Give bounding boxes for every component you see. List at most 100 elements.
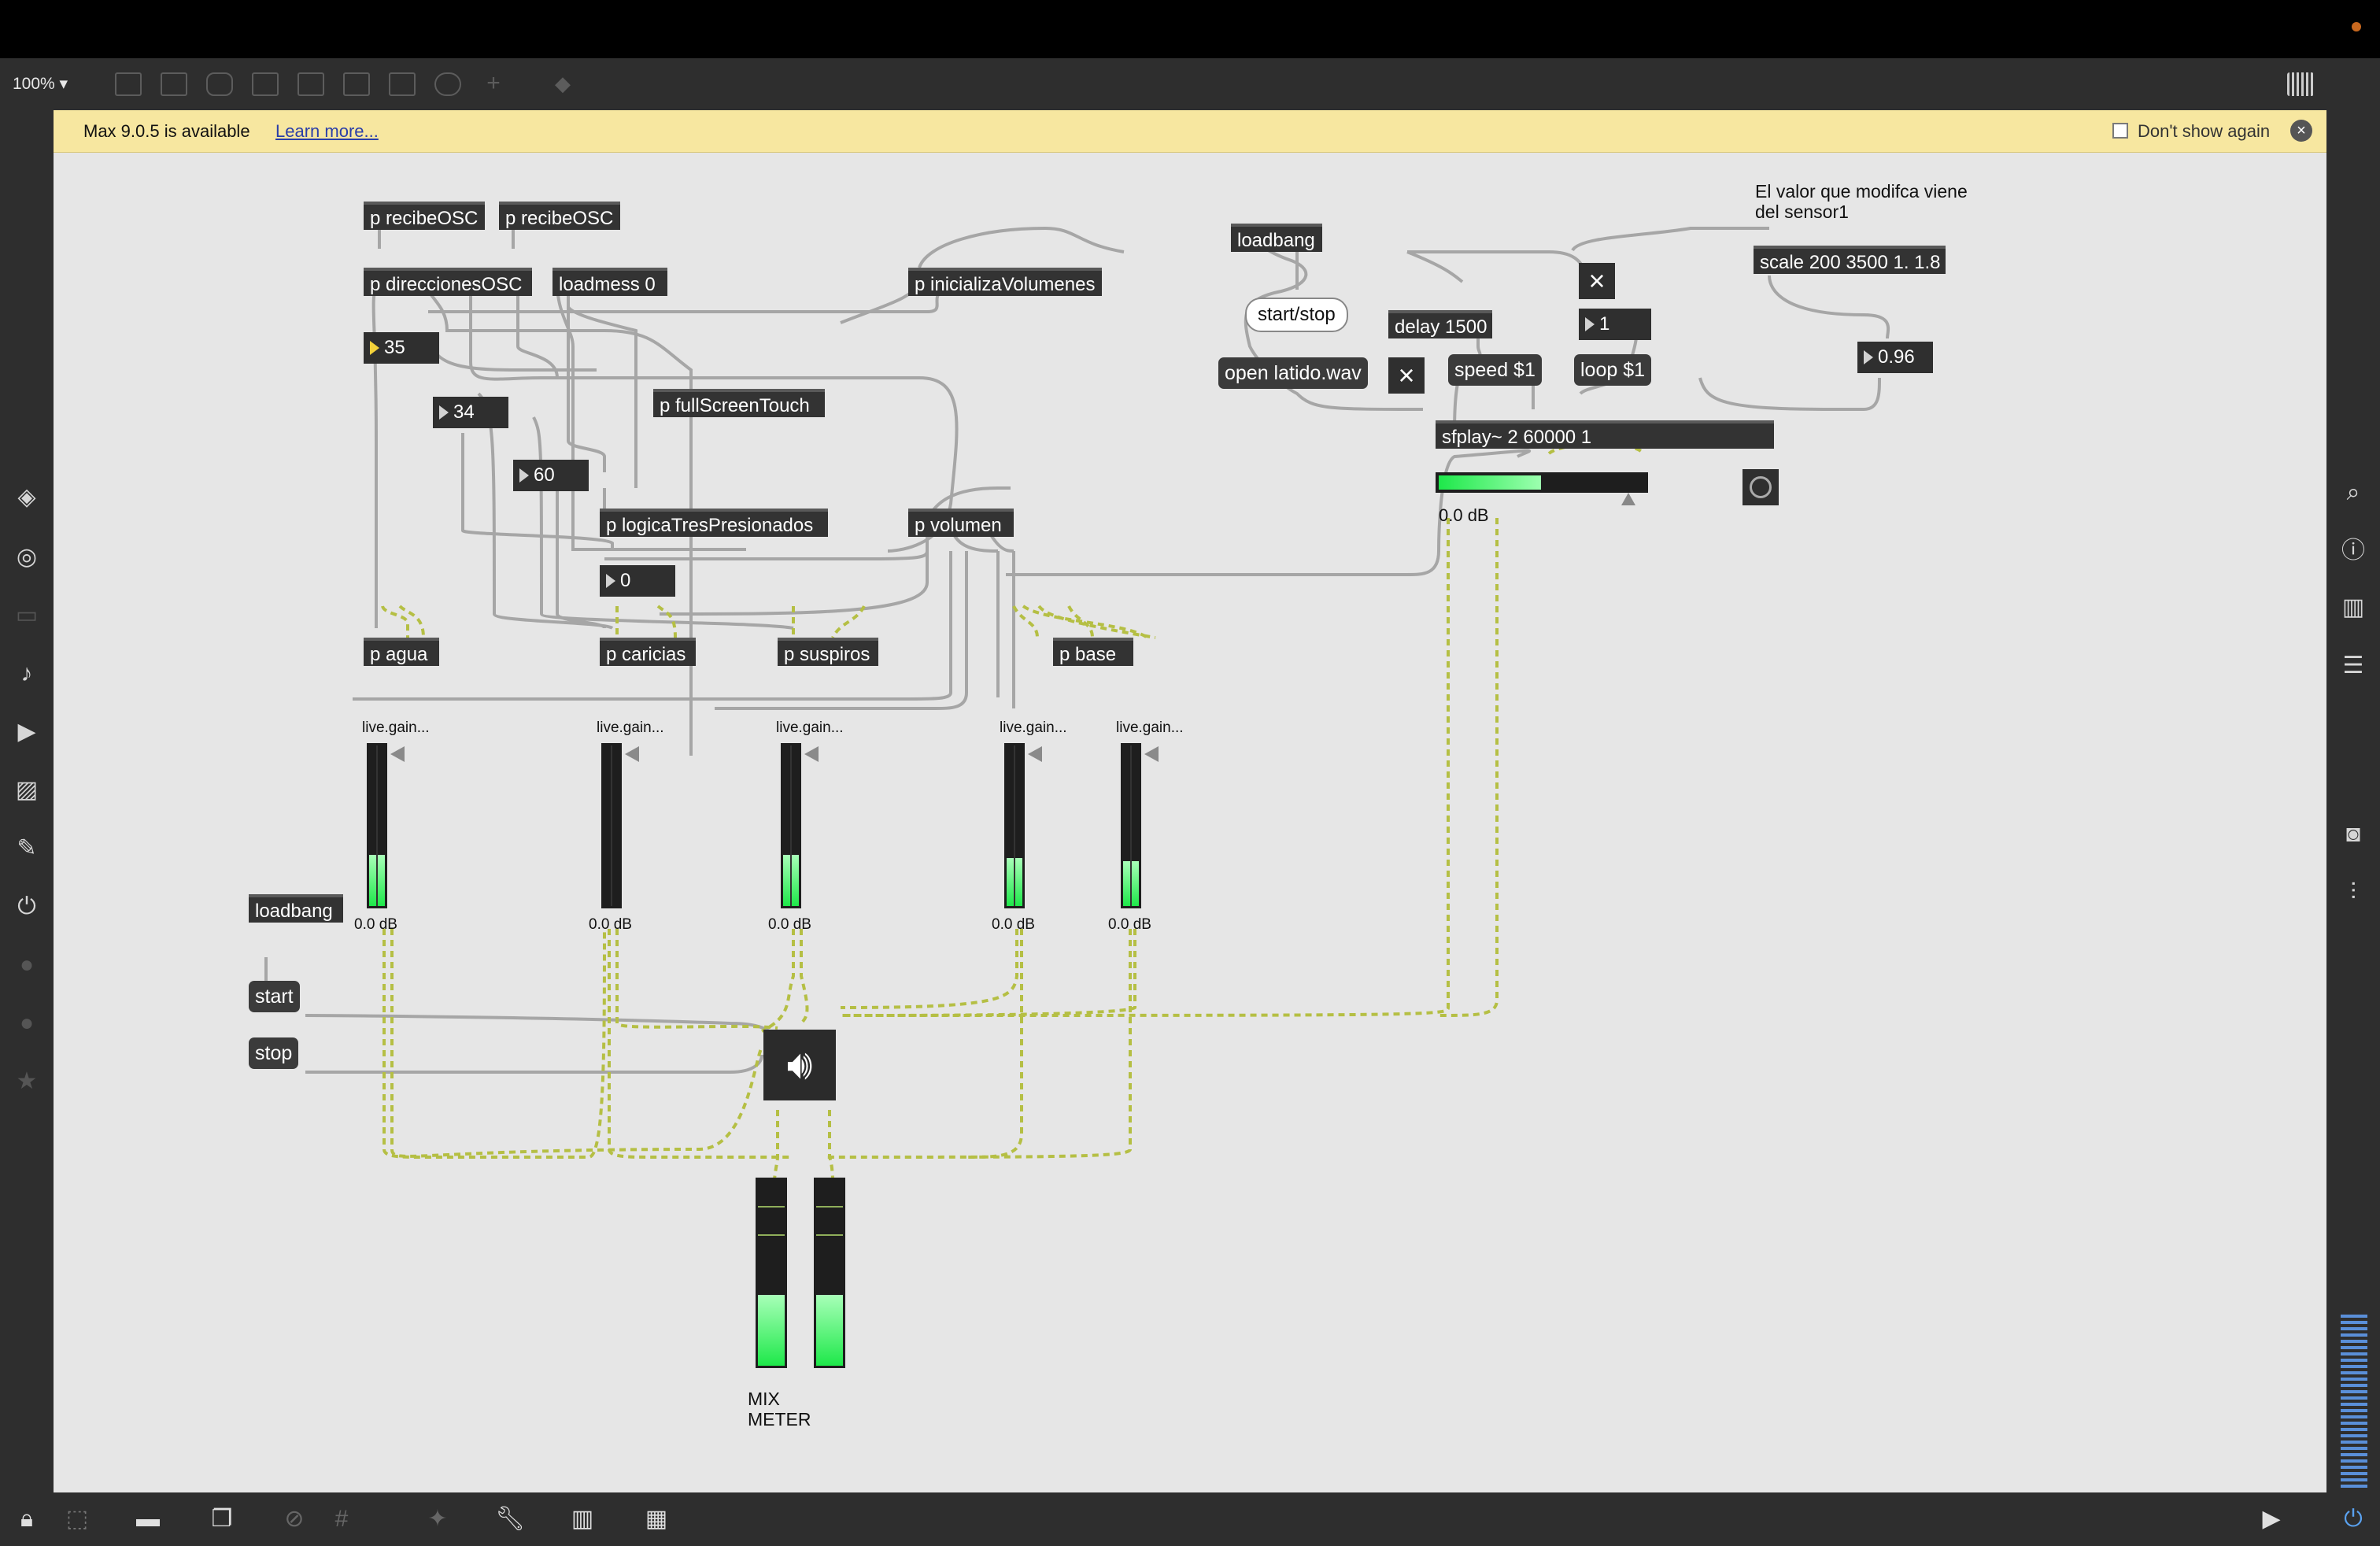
grid-icon[interactable] [2287,72,2314,96]
live-gain-label: live.gain... [362,719,430,736]
live-gain-slider[interactable] [1121,743,1141,908]
loop-message[interactable]: loop $1 [1574,354,1652,386]
master-level-meter[interactable] [2341,1315,2367,1488]
snap-icon[interactable]: ✦ [427,1506,448,1532]
gain-arrow-icon[interactable] [804,746,819,762]
agua-object[interactable]: p agua [364,638,439,666]
add-icon[interactable]: + [486,70,501,96]
slider-icon[interactable] [389,72,416,96]
sensor-comment: El valor que modifca viene [1755,181,1968,202]
gain-db-readout: 0.0 dB [992,916,1035,933]
logica-tres-presionados-object[interactable]: p logicaTresPresionados [600,509,828,537]
sfplay-object[interactable]: sfplay~ 2 60000 1 [1436,420,1774,449]
dont-show-label: Don't show again [2138,121,2271,141]
live-gain-label: live.gain... [1116,719,1184,736]
start-message[interactable]: start [249,981,300,1012]
number-box[interactable]: 35 [364,332,439,364]
star-icon[interactable]: ★ [16,1068,38,1094]
suspiros-object[interactable]: p suspiros [778,638,878,666]
ticket-icon[interactable]: ▭ [15,602,39,628]
speaker-icon[interactable]: 🔊︎ [763,1030,836,1100]
image-icon[interactable]: ▨ [15,777,39,803]
lock-icon[interactable]: 🔒︎ [20,1506,33,1532]
wrench-icon[interactable]: 🔧︎ [494,1506,526,1532]
direcciones-osc-object[interactable]: p direccionesOSC [364,268,532,296]
hide-icon[interactable]: ⊘ [284,1506,305,1532]
live-gain-slider[interactable] [601,743,622,908]
dial-icon[interactable] [434,72,461,96]
target-icon[interactable]: ◎ [16,544,38,570]
gain-arrow-icon[interactable] [1144,746,1159,762]
meter-fill [758,1295,785,1366]
toggle-x-icon[interactable]: × [1579,263,1615,299]
live-gain-slider[interactable] [1004,743,1025,908]
search-icon[interactable]: ⌕ [2346,479,2360,505]
select-icon[interactable]: ⬚ [65,1506,89,1532]
paperclip-icon[interactable]: ✎ [17,835,37,861]
gain-fill [1439,475,1541,490]
gain-arrow-icon[interactable] [390,746,405,762]
grid-toggle-icon[interactable]: # [334,1506,349,1532]
gain-arrow-icon[interactable] [1028,746,1042,762]
sfplay-db-readout: 0.0 dB [1439,505,1489,525]
power-icon[interactable]: ⏻ [2344,1506,2363,1532]
toggle-x-icon[interactable]: × [1388,357,1425,394]
close-icon[interactable]: × [2290,120,2312,142]
number-box[interactable]: 34 [433,397,508,428]
bang-icon[interactable] [298,72,324,96]
media-icon[interactable]: ▶ [17,719,36,745]
bubble-icon[interactable] [206,72,233,96]
fullscreen-touch-object[interactable]: p fullScreenTouch [653,389,825,417]
live-gain-label: live.gain... [776,719,844,736]
book-icon[interactable]: ▥ [2341,594,2365,620]
presentation-icon[interactable] [115,72,142,96]
number-box[interactable]: 1 [1579,309,1651,340]
info-icon[interactable]: ⓘ [2341,538,2365,564]
dont-show-checkbox[interactable] [2112,123,2128,139]
volumen-object[interactable]: p volumen [908,509,1014,537]
sfplay-gain-slider[interactable] [1436,472,1648,505]
package-icon[interactable]: ◈ [17,484,36,510]
recibe-osc-object[interactable]: p recibeOSC [364,202,485,230]
loadbang-object[interactable]: loadbang [1231,224,1322,252]
patcher-canvas[interactable]: Max 9.0.5 is available Learn more... Don… [54,110,2326,1492]
windows-icon[interactable]: ❐ [211,1506,233,1532]
loadbang-object[interactable]: loadbang [249,894,343,923]
live-gain-label: live.gain... [1000,719,1067,736]
toggle-icon[interactable] [252,72,279,96]
mixer-icon[interactable]: ⫶ [2350,879,2356,905]
play-icon[interactable]: ▶ [2262,1506,2281,1532]
paint-icon[interactable]: ◆ [555,72,571,95]
speed-message[interactable]: speed $1 [1448,354,1542,386]
camera-icon[interactable]: ◙ [2345,821,2361,847]
playback-bang[interactable] [1743,469,1779,505]
base-object[interactable]: p base [1053,638,1133,666]
stop-message[interactable]: stop [249,1037,299,1069]
plug-icon[interactable]: ⏻ [17,893,36,919]
number-box[interactable]: 0.96 [1857,342,1933,373]
circle-icon[interactable]: ● [19,1010,35,1036]
number-icon[interactable] [343,72,370,96]
delay-object[interactable]: delay 1500 [1388,310,1492,338]
caricias-object[interactable]: p caricias [600,638,696,666]
live-gain-slider[interactable] [781,743,801,908]
inicializa-volumenes-object[interactable]: p inicializaVolumenes [908,268,1102,296]
loadmess-object[interactable]: loadmess 0 [552,268,667,296]
zoom-menu[interactable]: 100% ▾ [13,75,68,93]
learn-more-link[interactable]: Learn more... [275,121,379,141]
piano-icon[interactable]: ▥ [571,1506,594,1532]
recibe-osc-object[interactable]: p recibeOSC [499,202,620,230]
presentation-mode-icon[interactable]: ▬ [136,1506,160,1532]
open-file-message[interactable]: open latido.wav [1218,357,1368,389]
number-box[interactable]: 0 [600,565,675,597]
list-icon[interactable]: ☰ [2342,653,2364,679]
scale-object[interactable]: scale 200 3500 1. 1.8 [1754,246,1946,274]
keyboard-icon[interactable]: ▦ [645,1506,668,1532]
gain-arrow-icon[interactable] [625,746,639,762]
meter-fill [816,1295,843,1366]
number-box[interactable]: 60 [513,460,589,491]
comment-icon[interactable] [161,72,187,96]
vimeo-icon[interactable]: ● [19,952,35,978]
music-note-icon[interactable]: ♪ [20,660,33,686]
live-gain-slider[interactable] [367,743,387,908]
